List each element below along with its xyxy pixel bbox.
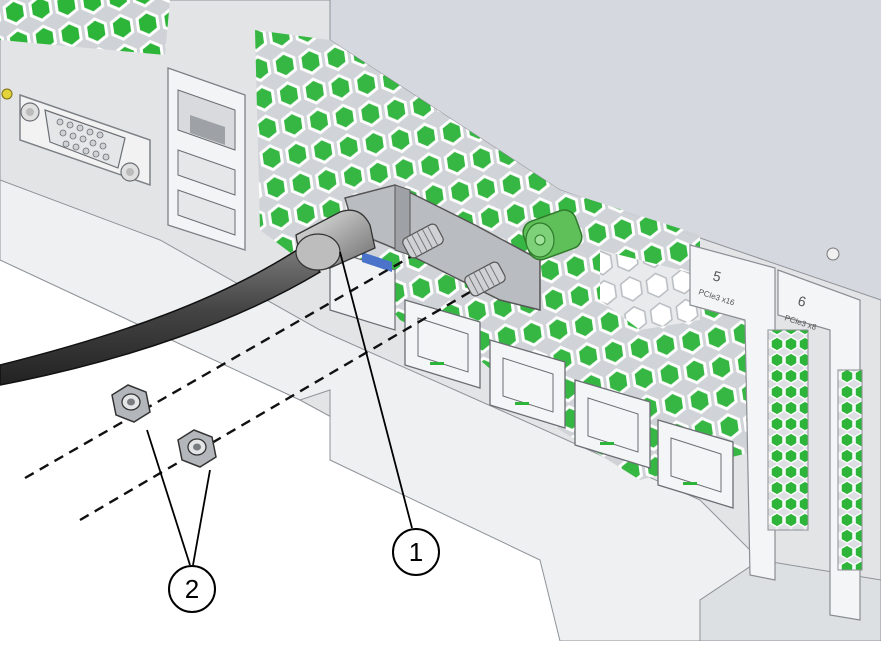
callout-2: 2 xyxy=(168,565,216,613)
vent-upper-left xyxy=(0,0,170,55)
pcie-slot-5: 5 PCIe3 x16 xyxy=(689,244,776,581)
nut-lower xyxy=(177,429,217,468)
rj45-usb-stack xyxy=(167,67,246,251)
vent-right xyxy=(600,250,700,330)
alignment-lines xyxy=(24,254,471,522)
pcie-slot-6: 6 PCIe3 x8 xyxy=(767,269,863,621)
chassis-screw xyxy=(826,247,840,261)
vga-port xyxy=(19,93,151,187)
nut-upper xyxy=(111,384,151,423)
threaded-stud-upper xyxy=(402,223,444,259)
callout-1: 1 xyxy=(392,528,440,576)
status-led xyxy=(1,88,13,100)
callout-1-label: 1 xyxy=(409,537,423,567)
cable xyxy=(0,247,322,386)
callout-2-label: 2 xyxy=(185,574,199,604)
slot-6-number: 6 xyxy=(796,292,808,310)
thumbscrew xyxy=(522,209,583,261)
callout-leaders xyxy=(146,251,413,566)
chassis-top xyxy=(330,0,881,300)
threaded-stud-lower xyxy=(464,261,506,297)
slot-5-number: 5 xyxy=(711,267,723,285)
rj45-port-row xyxy=(404,299,734,509)
